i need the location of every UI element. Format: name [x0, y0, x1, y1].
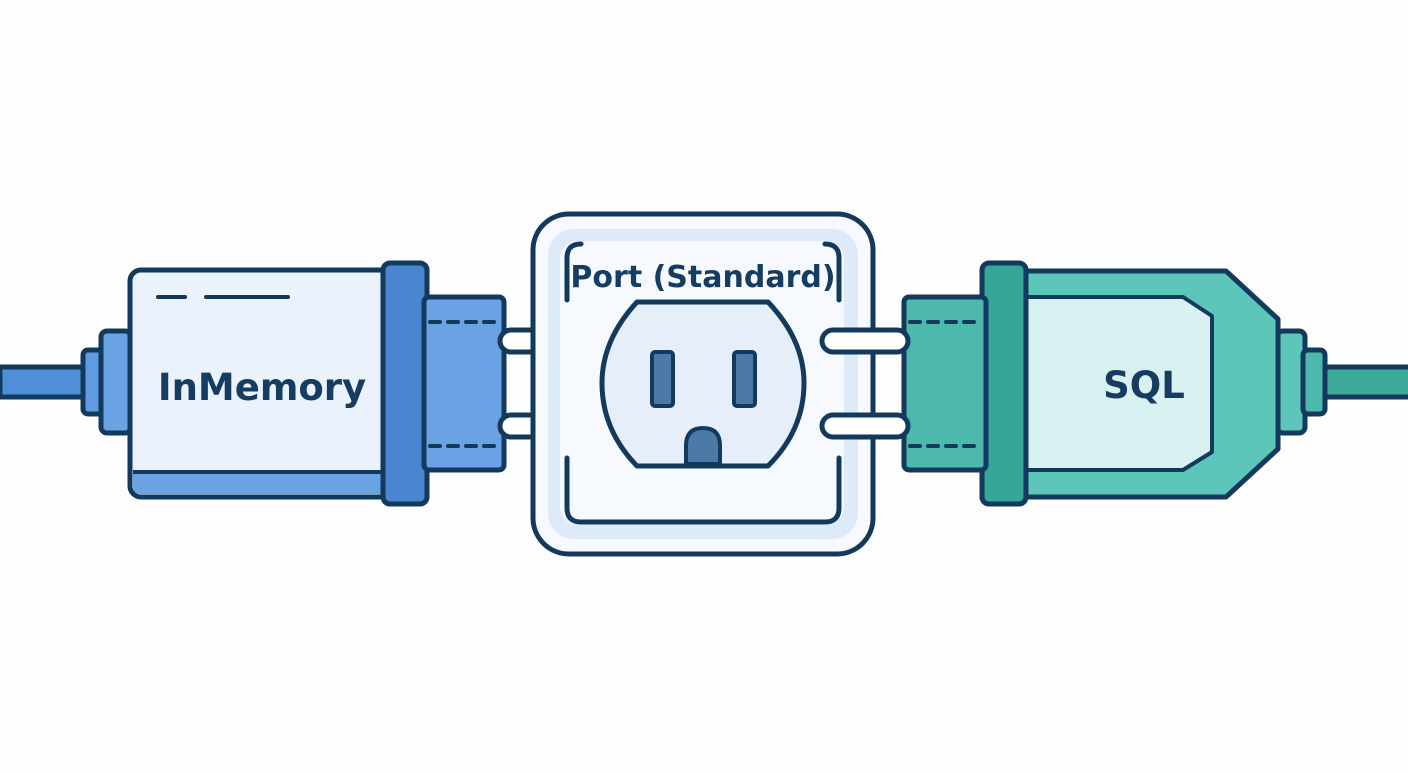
socket-outlet	[599, 299, 807, 469]
standard-port: Port (Standard)	[530, 211, 876, 557]
left-adapter-shade	[133, 472, 388, 494]
right-cable-cap-outer	[1300, 347, 1328, 417]
inmemory-adapter: InMemory	[0, 260, 589, 507]
socket-slot-left	[650, 350, 675, 408]
left-cable-cap-inner	[98, 328, 134, 436]
port-bracket-top-right	[822, 241, 842, 303]
left-cable	[0, 364, 87, 400]
right-prong-top	[819, 327, 911, 355]
left-adapter-collar	[380, 260, 430, 507]
port-bracket-top-left	[564, 241, 584, 303]
port-label: Port (Standard)	[570, 260, 835, 295]
right-adapter-collar	[979, 260, 1029, 507]
right-adapter-plug-head	[901, 294, 989, 473]
inmemory-label: InMemory	[158, 366, 366, 409]
right-cable	[1321, 364, 1408, 400]
sql-adapter: SQL	[819, 260, 1408, 507]
socket-ground-hole	[684, 426, 722, 466]
right-prong-bottom	[819, 412, 911, 440]
port-bracket-bottom	[564, 455, 842, 525]
left-adapter-plug-head	[421, 294, 507, 473]
socket-slot-right	[732, 350, 757, 408]
sql-label: SQL	[1103, 364, 1185, 407]
